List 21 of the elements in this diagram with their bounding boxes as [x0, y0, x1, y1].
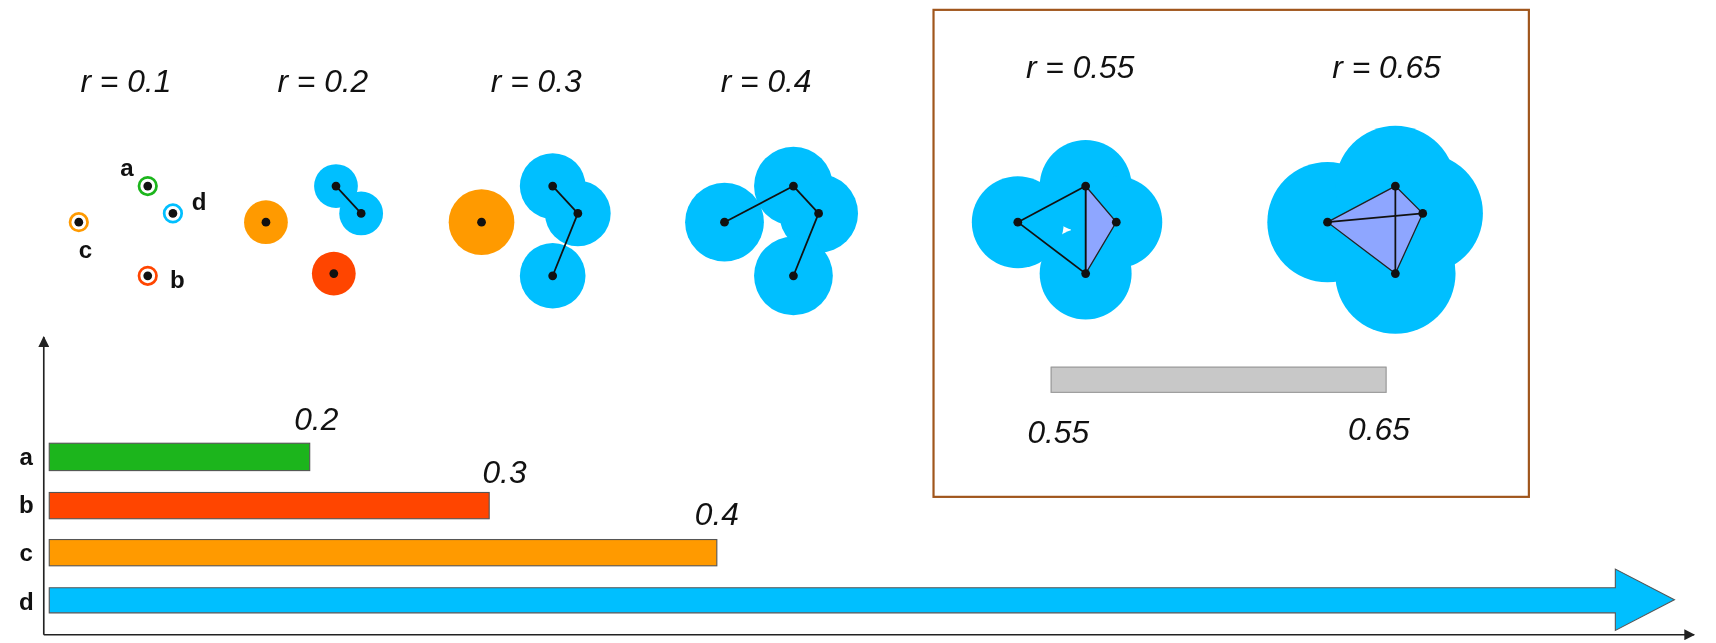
panel-frame — [932, 8, 1530, 498]
axis-label: c — [19, 541, 33, 566]
radius-label: r = 0.65 — [1332, 52, 1441, 84]
point-label: c — [78, 238, 93, 263]
value-label: 0.65 — [1348, 414, 1410, 446]
value-label: 0.2 — [294, 403, 339, 435]
value-label: 0.55 — [1027, 416, 1090, 449]
radius-label: r = 0.4 — [720, 66, 812, 98]
interval-bar — [1050, 366, 1387, 393]
radius-label: r = 0.3 — [490, 66, 582, 98]
axis-label: b — [18, 493, 34, 518]
radius-label: r = 0.55 — [1025, 52, 1135, 84]
axis-label: d — [18, 589, 34, 614]
point-label: d — [191, 190, 207, 215]
axis-label: a — [19, 445, 33, 470]
point-label: b — [169, 268, 185, 293]
value-label: 0.4 — [694, 498, 739, 531]
radius-label: r = 0.2 — [277, 66, 369, 98]
point-label: a — [120, 156, 134, 181]
value-label: 0.3 — [482, 456, 527, 489]
radius-label: r = 0.1 — [80, 66, 172, 98]
